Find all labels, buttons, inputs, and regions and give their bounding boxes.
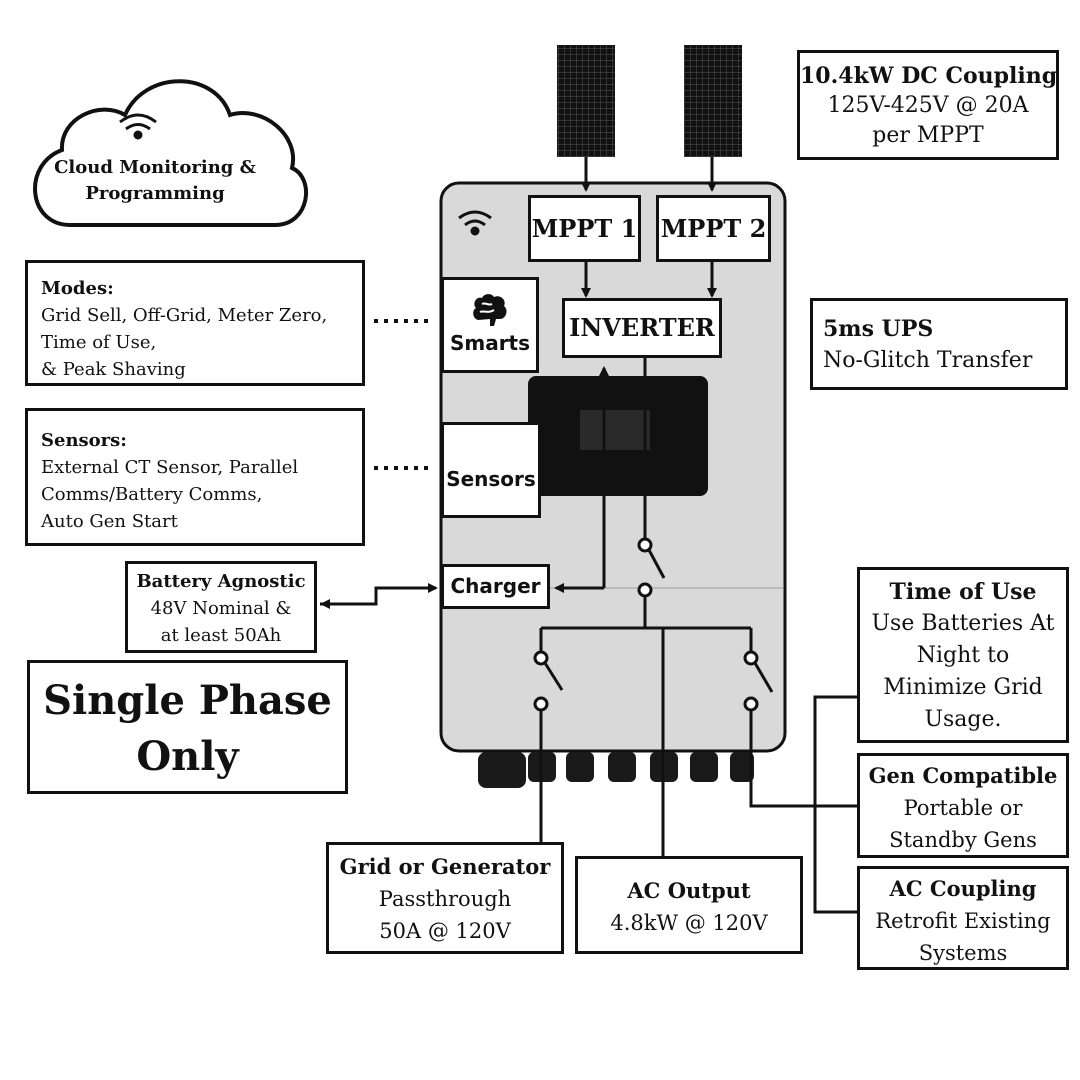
sensors-info-line-1: External CT Sensor, Parallel (41, 457, 299, 478)
mppt-2-box: MPPT 2 (656, 195, 771, 262)
gen-compatible-line-2: Standby Gens (889, 828, 1037, 852)
grid-generator-line-2: 50A @ 120V (379, 919, 511, 943)
mppt-1-box: MPPT 1 (528, 195, 641, 262)
time-of-use-line-2: Night to (916, 643, 1010, 668)
dc-coupling-title: 10.4kW DC Coupling (800, 63, 1058, 89)
cable-glands (478, 752, 754, 788)
inverter-label: INVERTER (569, 313, 715, 342)
ac-coupling-box: AC Coupling Retrofit Existing Systems (857, 866, 1069, 970)
time-of-use-line-3: Minimize Grid (883, 675, 1043, 700)
modes-box: Modes: Grid Sell, Off-Grid, Meter Zero, … (25, 260, 365, 386)
gen-compatible-box: Gen Compatible Portable or Standby Gens (857, 753, 1069, 858)
ac-coupling-line-1: Retrofit Existing (875, 909, 1051, 933)
ac-coupling-title: AC Coupling (889, 876, 1037, 901)
sensors-label: Sensors (446, 467, 536, 491)
time-of-use-line-4: Usage. (924, 707, 1002, 732)
modes-line-1: Grid Sell, Off-Grid, Meter Zero, (41, 305, 328, 326)
modes-title: Modes: (41, 278, 114, 299)
time-of-use-line-1: Use Batteries At (871, 611, 1055, 636)
solar-panel-1-icon (557, 45, 615, 157)
grid-generator-title: Grid or Generator (339, 854, 551, 879)
ac-output-box: AC Output 4.8kW @ 120V (575, 856, 803, 954)
ac-coupling-line-2: Systems (918, 941, 1008, 965)
dc-coupling-line-2: per MPPT (872, 123, 984, 148)
smarts-label: Smarts (449, 331, 531, 355)
inverter-box: INVERTER (562, 298, 722, 358)
sensors-info-title: Sensors: (41, 430, 127, 451)
inverter-wifi-icon (458, 210, 492, 236)
sensors-info-box: Sensors: External CT Sensor, Parallel Co… (25, 408, 365, 546)
gen-compatible-title: Gen Compatible (868, 763, 1058, 788)
battery-line-2: at least 50Ah (160, 625, 282, 646)
sensors-info-line-2: Comms/Battery Comms, (41, 484, 263, 505)
single-phase-box: Single Phase Only (27, 660, 348, 794)
battery-line-1: 48V Nominal & (150, 598, 292, 619)
dc-coupling-box: 10.4kW DC Coupling 125V-425V @ 20A per M… (797, 50, 1059, 160)
cloud-shape (33, 79, 308, 227)
mppt-2-label: MPPT 2 (660, 214, 767, 243)
smarts-box: Smarts (441, 277, 539, 373)
modes-line-2: Time of Use, (41, 332, 157, 353)
ups-line-1: No-Glitch Transfer (823, 348, 1033, 373)
mppt-1-label: MPPT 1 (531, 214, 638, 243)
sensors-box: Sensors (441, 422, 541, 518)
battery-title: Battery Agnostic (136, 571, 306, 592)
cloud-line-2: Programming (85, 183, 225, 204)
ups-title: 5ms UPS (823, 316, 934, 342)
battery-box: Battery Agnostic 48V Nominal & at least … (125, 561, 317, 653)
single-phase-line-2: Only (136, 733, 239, 780)
charger-box: Charger (441, 564, 550, 609)
grid-generator-line-1: Passthrough (378, 887, 512, 911)
brain-icon (473, 294, 507, 326)
time-of-use-title: Time of Use (889, 579, 1037, 605)
cloud-label: Cloud Monitoring & Programming (40, 155, 270, 207)
sensors-info-line-3: Auto Gen Start (41, 511, 178, 532)
single-phase-line-1: Single Phase (43, 677, 332, 724)
cloud-wifi-icon (119, 113, 157, 140)
ac-output-title: AC Output (627, 878, 751, 903)
modes-line-3: & Peak Shaving (41, 359, 186, 380)
ups-box: 5ms UPS No-Glitch Transfer (810, 298, 1068, 390)
charger-label: Charger (450, 574, 541, 598)
gen-compatible-line-1: Portable or (903, 796, 1023, 820)
ac-output-line-1: 4.8kW @ 120V (610, 911, 768, 935)
dc-coupling-line-1: 125V-425V @ 20A (827, 93, 1029, 118)
grid-generator-box: Grid or Generator Passthrough 50A @ 120V (326, 842, 564, 954)
time-of-use-box: Time of Use Use Batteries At Night to Mi… (857, 567, 1069, 743)
cloud-line-1: Cloud Monitoring & (54, 157, 256, 178)
solar-panel-2-icon (684, 45, 742, 157)
